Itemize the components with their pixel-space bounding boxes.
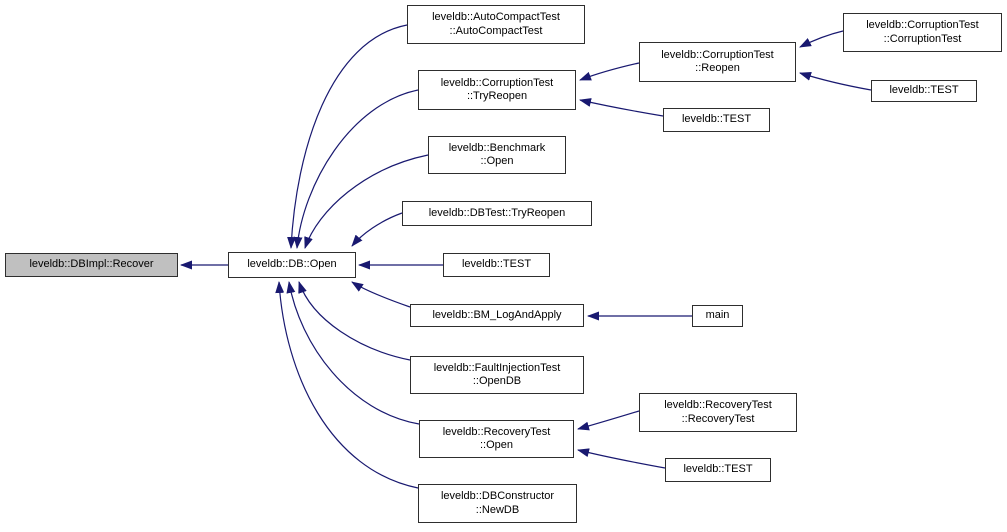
call-edge-test-top-to-corruption-tryreopen (579, 98, 664, 117)
call-edge-faultinjection-opendb-to-db-open (298, 281, 411, 361)
node-label-line: ::TryReopen (466, 90, 528, 102)
graph-node-corruption-reopen[interactable]: leveldb::CorruptionTest::Reopen (639, 42, 796, 82)
node-label-line: leveldb::CorruptionTest (866, 19, 979, 31)
node-label-line: leveldb::TEST (461, 258, 532, 271)
graph-node-corruption-tryreopen[interactable]: leveldb::CorruptionTest::TryReopen (418, 70, 576, 110)
graph-node-autocompacttest-ctor[interactable]: leveldb::AutoCompactTest::AutoCompactTes… (407, 5, 585, 44)
node-label-line: ::Open (479, 439, 514, 451)
graph-node-test-mid[interactable]: leveldb::TEST (443, 253, 550, 277)
call-edge-test-topright-to-corruption-reopen (799, 72, 872, 91)
node-label-line: ::RecoveryTest (681, 412, 755, 425)
node-label-line: leveldb::BM_LogAndApply (432, 308, 562, 321)
node-label-line: leveldb::DB::Open (247, 258, 337, 271)
node-label-line: leveldb::DBImpl::Recover (29, 258, 154, 271)
node-label-line: leveldb::AutoCompactTest (432, 11, 560, 23)
node-label-line: leveldb::DBConstructor (440, 490, 555, 502)
call-edge-corruption-reopen-to-corruption-tryreopen (579, 62, 640, 81)
node-label-line: leveldb::TEST (681, 113, 752, 126)
call-edge-bm-logandapply-to-db-open (351, 281, 411, 308)
node-label-line: leveldb::TEST (683, 463, 753, 476)
call-edge-corruption-tryreopen-to-db-open (293, 89, 419, 249)
node-label-line: leveldb::RecoveryTest (442, 425, 551, 438)
call-edge-test-bottom-to-recoverytest-open (577, 448, 666, 469)
graph-node-benchmark-open[interactable]: leveldb::Benchmark::Open (428, 136, 566, 174)
node-label-line: ::Reopen (695, 62, 740, 74)
graph-node-test-bottom[interactable]: leveldb::TEST (665, 458, 771, 482)
graph-node-recoverytest-open[interactable]: leveldb::RecoveryTest::Open (419, 420, 574, 458)
graph-node-dbconstructor-newdb[interactable]: leveldb::DBConstructor::NewDB (418, 484, 577, 523)
node-label-line: leveldb::RecoveryTest (664, 399, 772, 411)
node-label-line: ::Open (480, 155, 514, 167)
call-edge-dbtest-tryreopen-to-db-open (351, 212, 403, 247)
graph-node-bm-logandapply[interactable]: leveldb::BM_LogAndApply (410, 304, 584, 327)
graph-node-test-top[interactable]: leveldb::TEST (663, 108, 770, 132)
node-label-line: leveldb::CorruptionTest (661, 48, 774, 61)
graph-node-dbtest-tryreopen[interactable]: leveldb::DBTest::TryReopen (402, 201, 592, 226)
node-label-line: ::CorruptionTest (883, 32, 962, 45)
graph-node-test-topright[interactable]: leveldb::TEST (871, 80, 977, 102)
node-label-line: ::OpenDB (472, 375, 522, 387)
graph-node-faultinjection-opendb[interactable]: leveldb::FaultInjectionTest::OpenDB (410, 356, 584, 394)
node-label-line: leveldb::Benchmark (448, 141, 546, 154)
node-label-line: leveldb::DBTest::TryReopen (428, 206, 566, 219)
graph-node-corruption-ctor[interactable]: leveldb::CorruptionTest::CorruptionTest (843, 13, 1002, 52)
node-label-line: leveldb::TEST (889, 84, 959, 97)
graph-node-main[interactable]: main (692, 305, 743, 327)
graph-node-db-open[interactable]: leveldb::DB::Open (228, 252, 356, 278)
node-label-line: ::AutoCompactTest (449, 24, 543, 37)
node-label-line: ::NewDB (475, 503, 520, 516)
call-edge-autocompacttest-ctor-to-db-open (287, 24, 408, 249)
node-label-line: leveldb::FaultInjectionTest (433, 361, 561, 374)
call-edge-recoverytest-ctor-to-recoverytest-open (577, 410, 640, 431)
graph-node-dbimpl-recover: leveldb::DBImpl::Recover (5, 253, 178, 277)
node-label-line: main (705, 309, 730, 322)
call-edge-corruption-ctor-to-corruption-reopen (799, 30, 844, 48)
call-edge-dbconstructor-newdb-to-db-open (275, 281, 419, 489)
graph-node-recoverytest-ctor[interactable]: leveldb::RecoveryTest::RecoveryTest (639, 393, 797, 432)
node-label-line: leveldb::CorruptionTest (440, 76, 554, 89)
call-edge-recoverytest-open-to-db-open (286, 281, 420, 425)
